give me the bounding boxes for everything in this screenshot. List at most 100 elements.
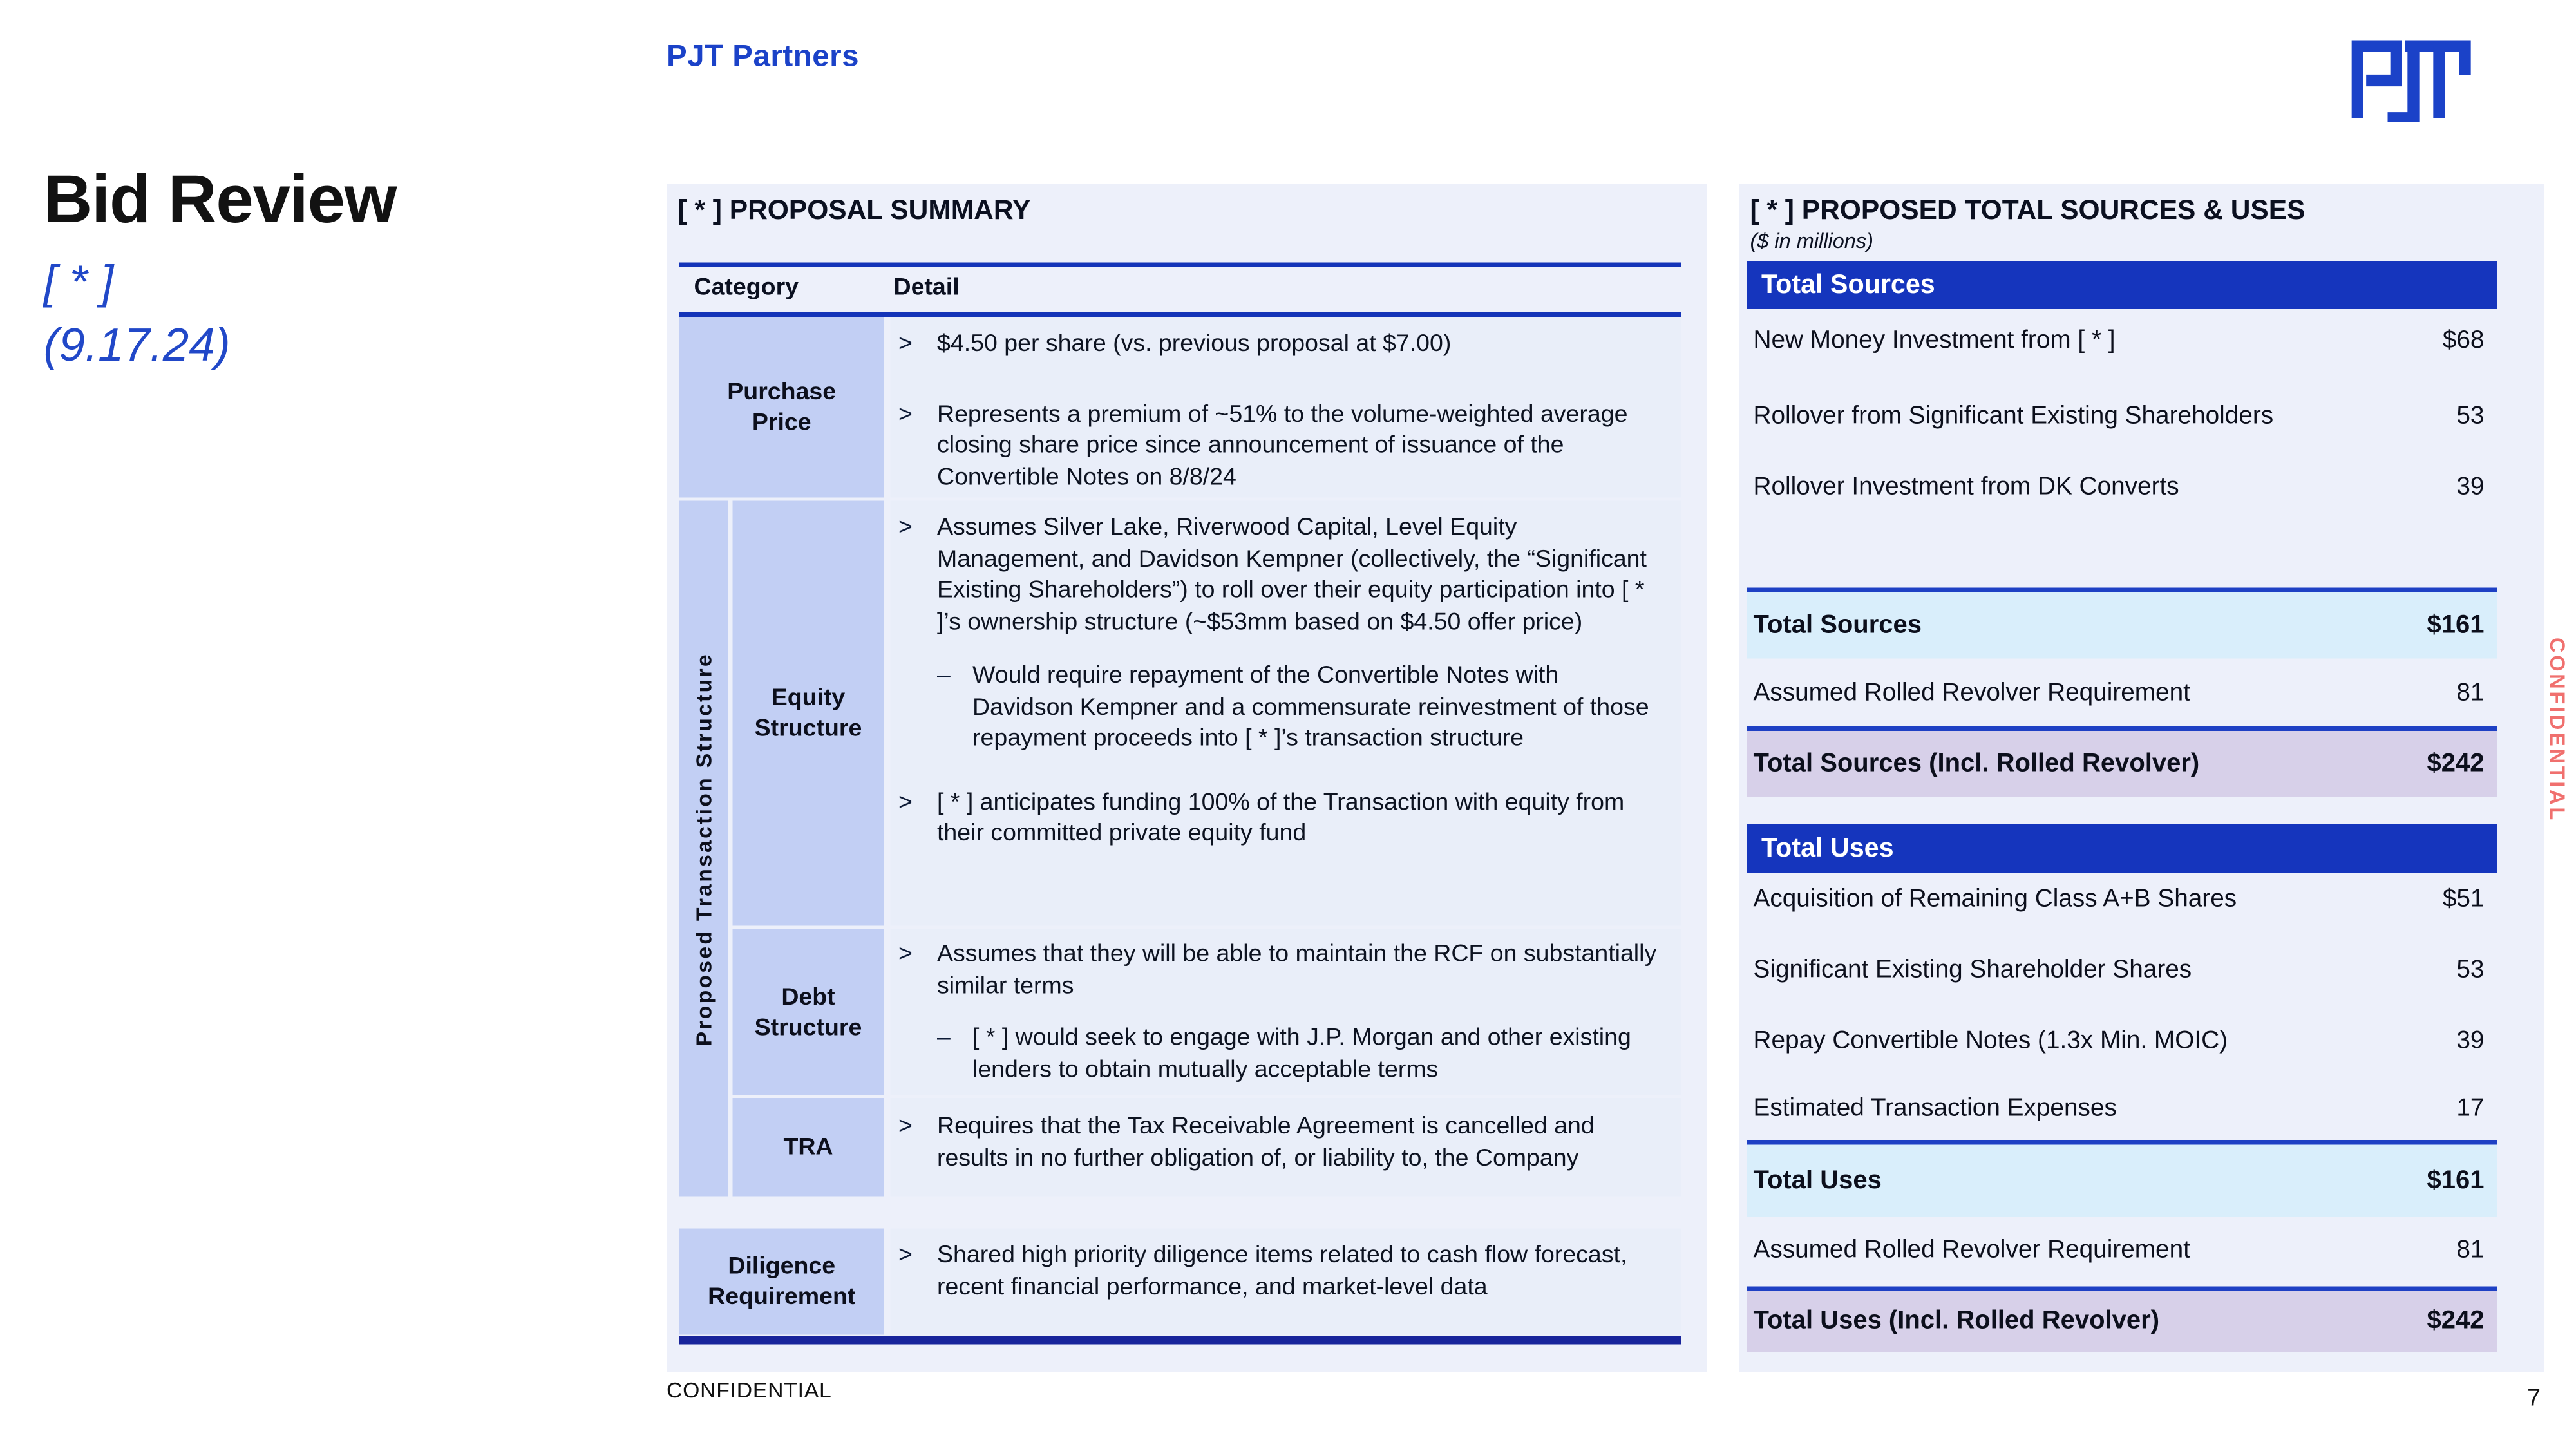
row-value: 53	[2456, 956, 2485, 984]
logo-letter-j	[2387, 46, 2420, 124]
row-value: $161	[2427, 611, 2485, 639]
row-value: 81	[2456, 1236, 2485, 1264]
bullet-item: > Assumes Silver Lake, Riverwood Capital…	[898, 512, 1665, 638]
source-row: New Money Investment from [ * ] $68	[1747, 327, 2497, 363]
sub-bullet-marker: –	[937, 661, 951, 690]
category-cell-equity-structure: Equity Structure	[732, 500, 884, 926]
bullet-item: > Assumes that they will be able to main…	[898, 939, 1665, 1002]
row-label: Total Uses (Incl. Rolled Revolver)	[1753, 1307, 2160, 1335]
row-label: Assumed Rolled Revolver Requirement	[1753, 679, 2190, 707]
column-header-category: Category	[694, 274, 799, 301]
category-cell-diligence-requirement: Diligence Requirement	[679, 1228, 884, 1335]
detail-cell-diligence-requirement: > Shared high priority diligence items r…	[890, 1228, 1681, 1335]
bullet-marker: >	[898, 400, 913, 428]
category-cell-debt-structure: Debt Structure	[732, 929, 884, 1095]
category-label: Purchase Price	[727, 378, 837, 437]
page-number: 7	[2527, 1385, 2541, 1412]
row-label: Rollover from Significant Existing Share…	[1753, 402, 2274, 430]
category-cell-tra: TRA	[732, 1098, 884, 1197]
total-uses-banner: Total Uses	[1747, 824, 2497, 873]
use-row: Significant Existing Shareholder Shares …	[1747, 956, 2497, 992]
row-value: $242	[2427, 749, 2485, 777]
page-subtitle-date: (9.17.24)	[43, 320, 231, 372]
sub-bullet-marker: –	[937, 1024, 951, 1052]
proposal-summary-panel: [ * ] PROPOSAL SUMMARY Category Detail P…	[667, 184, 1707, 1372]
bullet-marker: >	[898, 513, 913, 542]
bullet-text: Would require repayment of the Convertib…	[972, 661, 1649, 752]
logo-letter-t-bar	[2405, 40, 2471, 75]
row-label: Total Uses	[1753, 1166, 1882, 1194]
row-value: 53	[2456, 402, 2485, 430]
bullet-marker: >	[898, 1241, 913, 1269]
total-sources-banner: Total Sources	[1747, 261, 2497, 309]
bullet-marker: >	[898, 940, 913, 968]
group-strip-label: Proposed Transaction Structure	[691, 651, 716, 1046]
row-value: 39	[2456, 473, 2485, 501]
proposal-summary-title: [ * ] PROPOSAL SUMMARY	[677, 194, 1031, 226]
row-label: Acquisition of Remaining Class A+B Share…	[1753, 886, 2237, 913]
row-value: $51	[2442, 886, 2485, 913]
table-bottom-rule	[679, 1336, 1681, 1345]
sources-uses-panel: [ * ] PROPOSED TOTAL SOURCES & USES ($ i…	[1739, 184, 2544, 1372]
bullet-text: Assumes Silver Lake, Riverwood Capital, …	[937, 513, 1647, 636]
bullet-text: [ * ] would seek to engage with J.P. Mor…	[972, 1024, 1631, 1083]
bullet-text: $4.50 per share (vs. previous proposal a…	[937, 330, 1452, 358]
group-strip-proposed-transaction-structure: Proposed Transaction Structure	[679, 500, 728, 1197]
bullet-text: Shared high priority diligence items rel…	[937, 1241, 1627, 1300]
row-value: 39	[2456, 1027, 2485, 1055]
bullet-marker: >	[898, 330, 913, 358]
source-row: Rollover from Significant Existing Share…	[1747, 402, 2497, 438]
sub-bullet-item: – [ * ] would seek to engage with J.P. M…	[937, 1023, 1665, 1086]
row-label: New Money Investment from [ * ]	[1753, 327, 2116, 355]
assumed-revolver-row: Assumed Rolled Revolver Requirement 81	[1747, 1236, 2497, 1272]
page-title: Bid Review	[43, 161, 397, 237]
assumed-revolver-row: Assumed Rolled Revolver Requirement 81	[1747, 679, 2497, 715]
category-cell-purchase-price: Purchase Price	[679, 317, 884, 498]
category-label: TRA	[783, 1133, 833, 1161]
row-value: $161	[2427, 1166, 2485, 1194]
row-label: Repay Convertible Notes (1.3x Min. MOIC)	[1753, 1027, 2228, 1055]
bullet-item: > Represents a premium of ~51% to the vo…	[898, 399, 1665, 493]
use-row: Estimated Transaction Expenses 17	[1747, 1095, 2497, 1130]
detail-cell-purchase-price: > $4.50 per share (vs. previous proposal…	[890, 317, 1681, 498]
row-label: Total Sources (Incl. Rolled Revolver)	[1753, 749, 2200, 777]
bullet-marker: >	[898, 1112, 913, 1141]
sub-bullet-item: – Would require repayment of the Convert…	[937, 660, 1665, 754]
total-sources-subtotal-row: Total Sources $161	[1747, 587, 2497, 659]
bullet-text: [ * ] anticipates funding 100% of the Tr…	[937, 788, 1625, 847]
row-value: $68	[2442, 327, 2485, 355]
table-top-rule	[679, 262, 1681, 267]
source-row: Rollover Investment from DK Converts 39	[1747, 473, 2497, 509]
row-value: 17	[2456, 1095, 2485, 1122]
row-label: Total Sources	[1753, 611, 1922, 639]
bullet-item: > $4.50 per share (vs. previous proposal…	[898, 328, 1665, 360]
bullet-text: Represents a premium of ~51% to the volu…	[937, 400, 1628, 491]
sources-uses-title: [ * ] PROPOSED TOTAL SOURCES & USES	[1750, 194, 2306, 226]
total-uses-incl-revolver-row: Total Uses (Incl. Rolled Revolver) $242	[1747, 1286, 2497, 1352]
row-value: $242	[2427, 1307, 2485, 1335]
sources-uses-units: ($ in millions)	[1750, 229, 1873, 253]
bullet-text: Requires that the Tax Receivable Agreeme…	[937, 1112, 1595, 1171]
row-label: Estimated Transaction Expenses	[1753, 1095, 2117, 1122]
column-header-detail: Detail	[893, 274, 960, 301]
bullet-item: > Shared high priority diligence items r…	[898, 1240, 1665, 1303]
confidential-watermark: CONFIDENTIAL	[2545, 638, 2570, 822]
category-label: Equity Structure	[754, 684, 862, 743]
row-label: Significant Existing Shareholder Shares	[1753, 956, 2192, 984]
row-label: Assumed Rolled Revolver Requirement	[1753, 1236, 2190, 1264]
row-label: Rollover Investment from DK Converts	[1753, 473, 2179, 501]
bullet-item: > Requires that the Tax Receivable Agree…	[898, 1111, 1665, 1174]
footer-confidential: CONFIDENTIAL	[667, 1378, 832, 1403]
detail-cell-debt-structure: > Assumes that they will be able to main…	[890, 929, 1681, 1095]
row-value: 81	[2456, 679, 2485, 707]
table-header-rule	[679, 312, 1681, 317]
bullet-text: Assumes that they will be able to mainta…	[937, 940, 1657, 999]
logo-letter-p	[2351, 40, 2402, 118]
detail-cell-equity-structure: > Assumes Silver Lake, Riverwood Capital…	[890, 500, 1681, 926]
detail-cell-tra: > Requires that the Tax Receivable Agree…	[890, 1098, 1681, 1197]
total-uses-subtotal-row: Total Uses $161	[1747, 1140, 2497, 1217]
total-sources-incl-revolver-row: Total Sources (Incl. Rolled Revolver) $2…	[1747, 726, 2497, 797]
use-row: Acquisition of Remaining Class A+B Share…	[1747, 886, 2497, 921]
page-subtitle-bidder: [ * ]	[43, 258, 114, 309]
